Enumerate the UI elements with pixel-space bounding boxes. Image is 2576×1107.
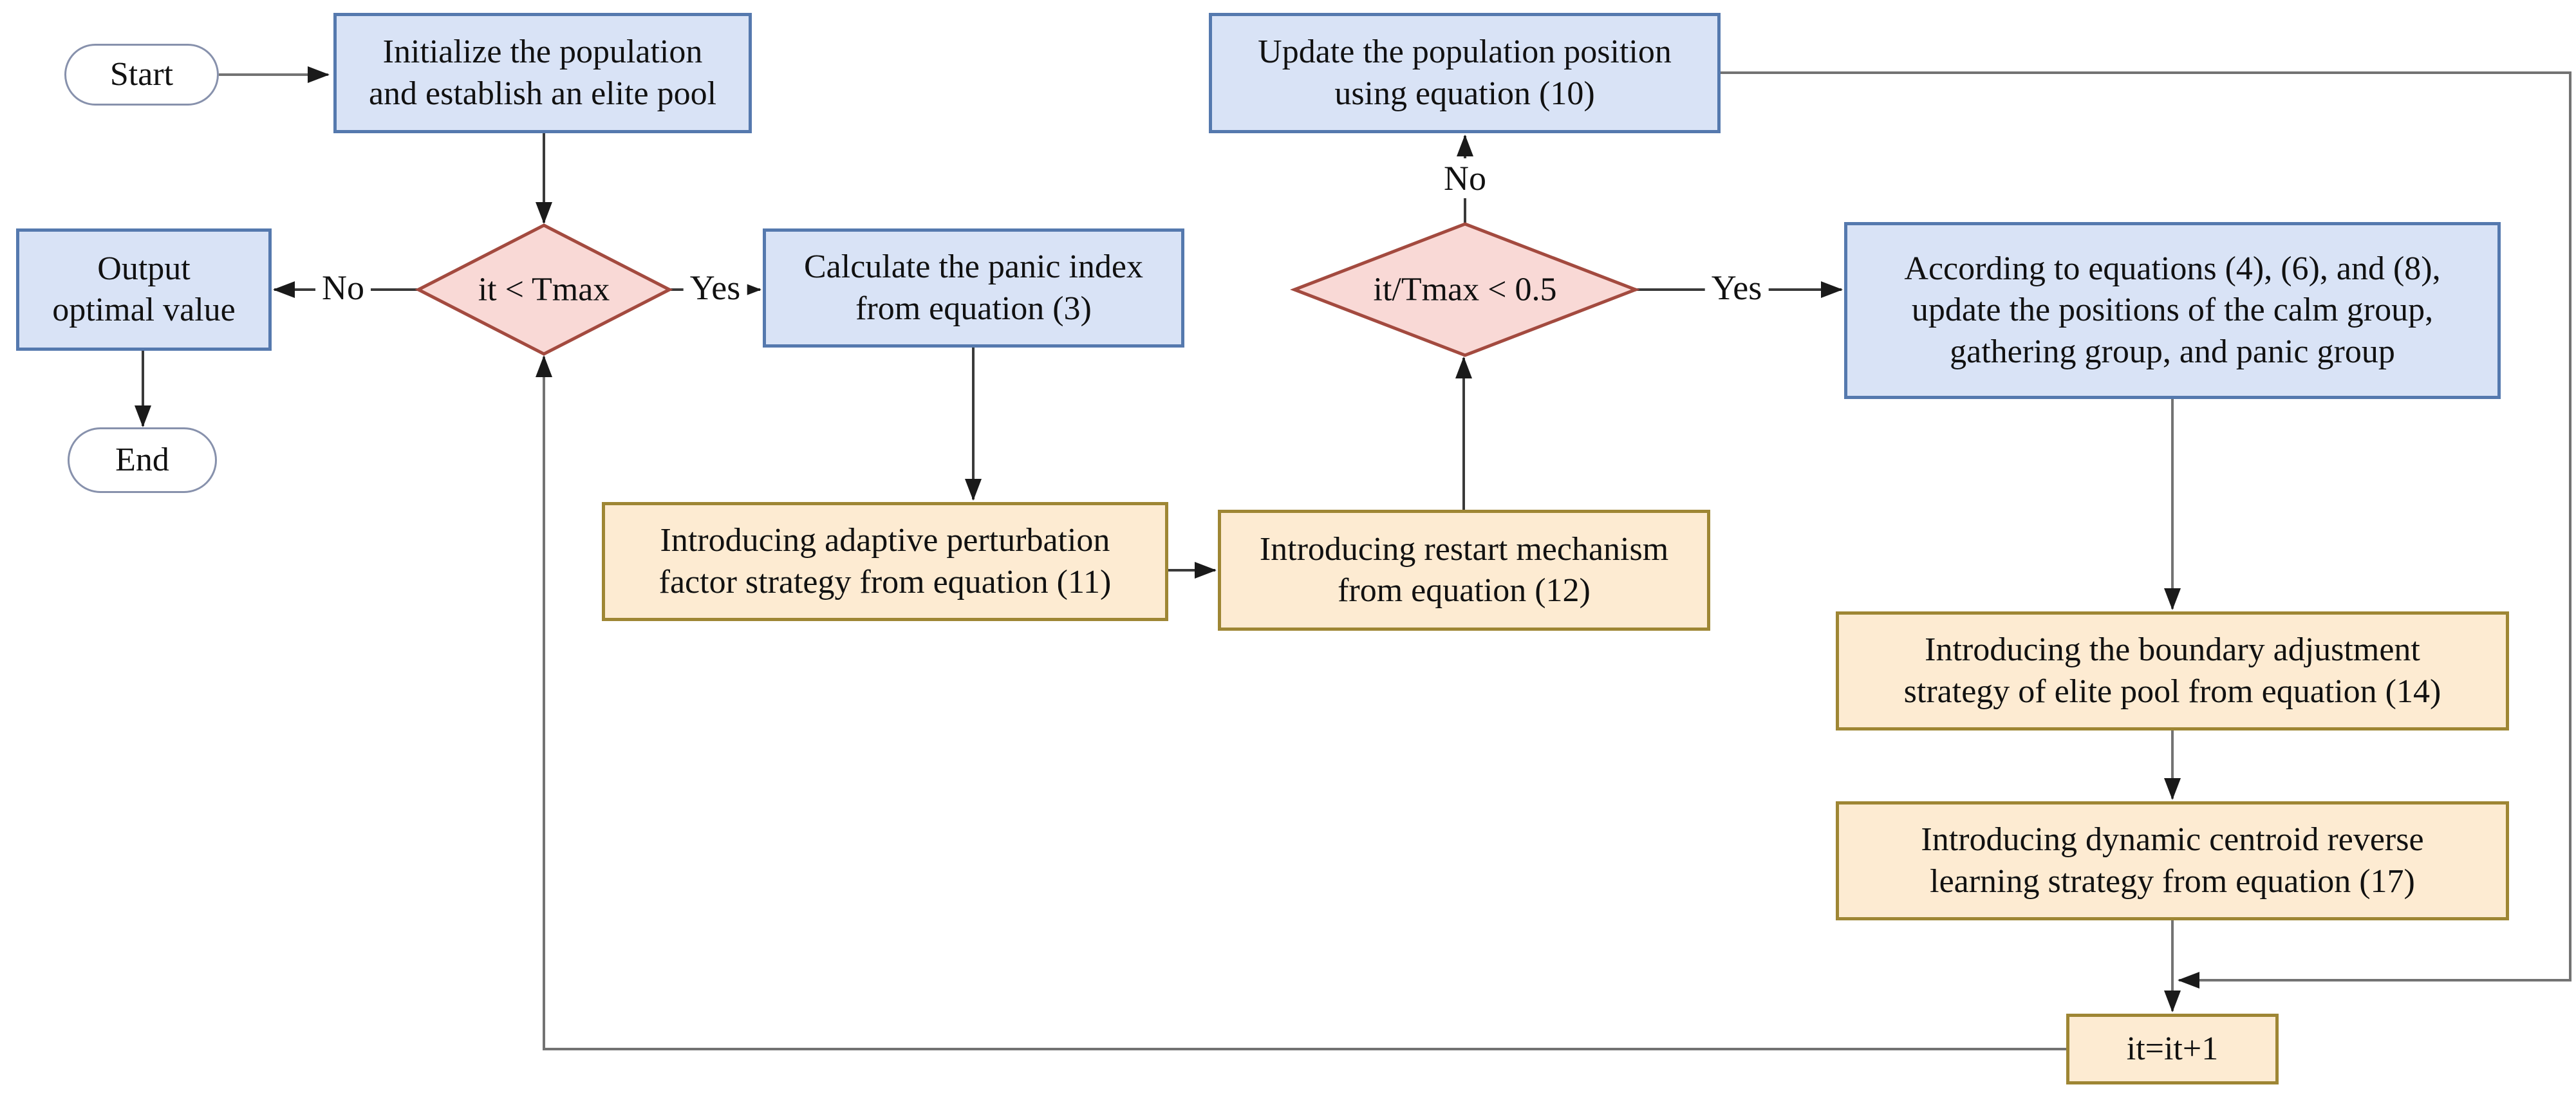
node-update-population-position: Update the population position using equ…: [1209, 13, 1721, 133]
edge-label-no-half: No: [1437, 158, 1493, 198]
node-initialize-population: Initialize the population and establish …: [333, 13, 752, 133]
node-end: End: [68, 427, 217, 493]
edge-update-loop-to-iterate-junction: [1721, 71, 2571, 989]
node-start: Start: [64, 44, 219, 106]
node-output-optimal-value: Output optimal value: [16, 228, 272, 351]
decision-label-it-lt-tmax: it < Tmax: [478, 271, 610, 308]
node-dynamic-centroid-reverse-learning: Introducing dynamic centroid reverse lea…: [1836, 801, 2509, 920]
decision-it-over-tmax-lt-half: [1290, 222, 1640, 357]
node-adaptive-perturbation-strategy: Introducing adaptive perturbation factor…: [602, 502, 1168, 621]
node-iterate-counter: it=it+1: [2066, 1014, 2279, 1084]
edge-iterate-loop-to-cond-tmax: [536, 355, 2066, 1050]
edge-label-no-tmax: No: [315, 268, 371, 308]
decision-label-it-over-tmax: it/Tmax < 0.5: [1373, 271, 1557, 308]
node-boundary-adjustment-strategy: Introducing the boundary adjustment stra…: [1836, 611, 2509, 730]
node-calculate-panic-index: Calculate the panic index from equation …: [763, 228, 1184, 348]
node-restart-mechanism: Introducing restart mechanism from equat…: [1218, 510, 1710, 631]
edge-label-yes-tmax: Yes: [683, 268, 747, 308]
edge-label-yes-half: Yes: [1704, 268, 1769, 308]
node-according-equations-update-groups: According to equations (4), (6), and (8)…: [1844, 222, 2501, 399]
decision-it-lt-tmax: [415, 223, 673, 356]
